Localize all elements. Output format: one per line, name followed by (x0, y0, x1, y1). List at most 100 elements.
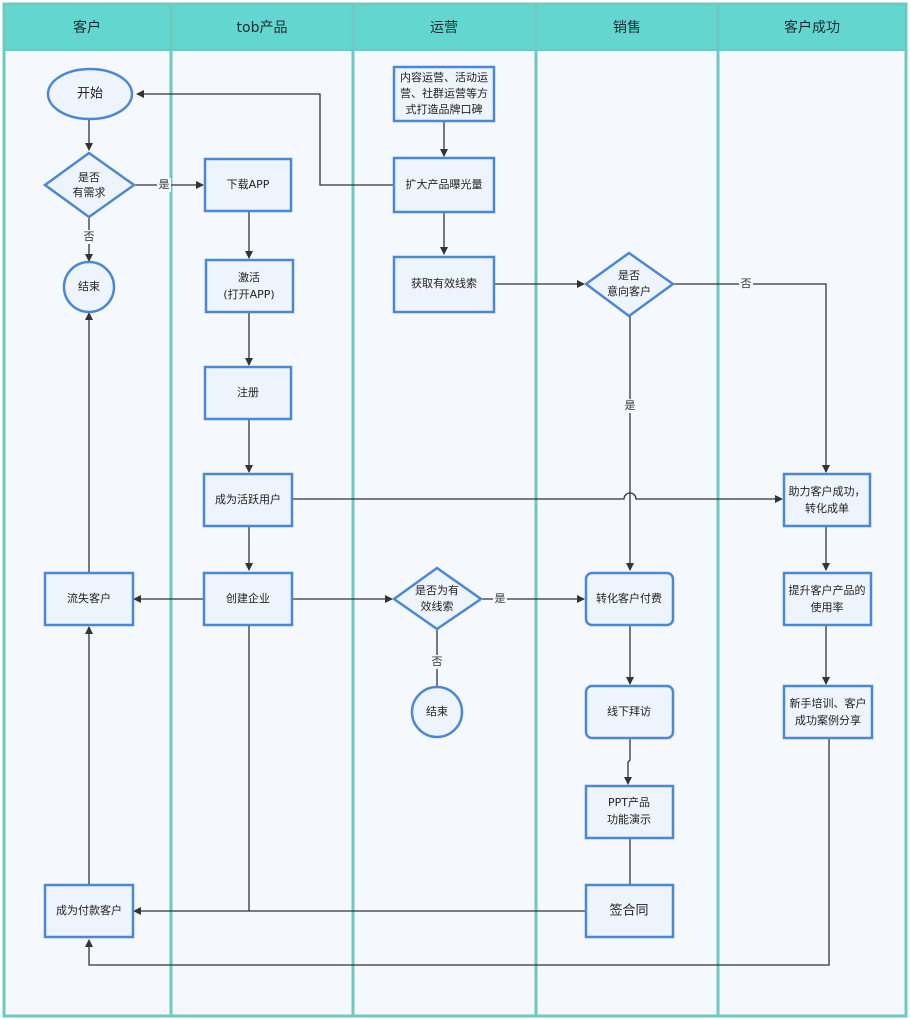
start-label: 开始 (77, 87, 103, 102)
lane-customer-success (716, 2, 908, 1018)
lane-header-customer (4, 4, 171, 50)
need-decision-shape (42, 151, 137, 219)
label-bg (739, 277, 753, 291)
label-bg (493, 592, 507, 606)
lane-header-customer-success (718, 4, 906, 50)
label-need-yes: 是 (159, 178, 170, 191)
lane-title-operations: 运营 (430, 20, 458, 36)
content-ops-label-3: 式打造品牌口碑 (406, 102, 483, 116)
node-improve-usage: 提升客户产品的 使用率 (782, 571, 873, 627)
active-user-shape (202, 472, 294, 528)
nodes: 开始 是否 有需求 结束 流失客户 成为付款客户 下载APP 激活 (打开APP… (42, 65, 874, 939)
register-label: 注册 (237, 385, 259, 399)
get-leads-label: 获取有效线索 (411, 276, 477, 290)
convert-payment-shape (584, 571, 675, 627)
label-lead-no: 否 (432, 655, 443, 668)
lost-customer-label: 流失客户 (67, 591, 111, 605)
ppt-demo-label-2: 功能演示 (607, 812, 651, 826)
activate-label-1: 激活 (238, 270, 260, 284)
create-enterprise-shape (202, 571, 294, 627)
end-ops-shape (410, 685, 464, 739)
download-app-shape (203, 157, 293, 213)
create-enterprise-label: 创建企业 (226, 591, 270, 605)
help-success-label-2: 转化成单 (805, 501, 849, 515)
edge-labels: 是 否 是 否 是 否 (82, 178, 753, 669)
edge-exposure-to-start (136, 90, 394, 186)
label-bg (623, 399, 637, 413)
node-content-ops: 内容运营、活动运 营、社群运营等方 式打造品牌口碑 (392, 65, 496, 123)
training-label-2: 成功案例分享 (795, 713, 861, 727)
lane-header-sales (536, 4, 718, 50)
node-end-customer: 结束 (62, 260, 116, 314)
lane-title-customer-success: 客户成功 (784, 19, 840, 36)
valid-lead-decision-shape (391, 566, 484, 631)
node-need-decision: 是否 有需求 (42, 151, 137, 219)
edge-intent-no-help (673, 283, 830, 473)
node-start: 开始 (46, 67, 134, 121)
lane-title-tob-product: tob产品 (237, 20, 288, 36)
label-lead-yes: 是 (495, 592, 506, 605)
node-paying-customer: 成为付款客户 (43, 883, 135, 939)
download-app-label: 下载APP (227, 178, 270, 191)
end-customer-label: 结束 (78, 280, 100, 293)
improve-usage-shape (782, 571, 873, 627)
node-offline-visit: 线下拜访 (584, 684, 675, 740)
label-bg (82, 230, 96, 244)
node-download-app: 下载APP (203, 157, 293, 213)
training-label-1: 新手培训、客户 (790, 696, 867, 710)
ppt-demo-label-1: PPT产品 (608, 795, 650, 809)
activate-shape (204, 258, 295, 314)
help-success-label-1: 助力客户成功， (789, 484, 866, 498)
node-convert-payment: 转化客户付费 (584, 571, 675, 627)
node-valid-lead-decision: 是否为有 效线索 (391, 566, 484, 631)
lane-title-customer: 客户 (73, 19, 101, 36)
improve-usage-label-2: 使用率 (811, 600, 844, 614)
paying-customer-label: 成为付款客户 (56, 903, 122, 917)
expand-exposure-label: 扩大产品曝光量 (406, 177, 483, 191)
node-intent-decision: 是否 意向客户 (583, 251, 676, 318)
lane-header-tob-product (171, 4, 353, 50)
node-expand-exposure: 扩大产品曝光量 (392, 156, 496, 214)
offline-visit-label: 线下拜访 (607, 704, 651, 718)
sign-contract-shape (584, 883, 675, 939)
content-ops-shape (392, 65, 496, 123)
lane-background (4, 4, 906, 1016)
node-ppt-demo: PPT产品 功能演示 (584, 784, 675, 840)
paying-customer-shape (43, 883, 135, 939)
get-leads-shape (392, 255, 496, 314)
training-shape (782, 684, 874, 740)
node-create-enterprise: 创建企业 (202, 571, 294, 627)
offline-visit-shape (584, 684, 675, 740)
need-decision-label-2: 有需求 (73, 185, 106, 199)
content-ops-label-2: 营、社群运营等方 (400, 86, 488, 100)
active-user-label: 成为活跃用户 (215, 492, 281, 506)
ppt-demo-shape (584, 784, 675, 840)
intent-label-1: 是否 (618, 269, 640, 282)
label-need-no: 否 (84, 230, 95, 243)
valid-lead-label-2: 效线索 (421, 599, 454, 613)
valid-lead-label-1: 是否为有 (415, 583, 459, 597)
node-get-leads: 获取有效线索 (392, 255, 496, 314)
node-lost-customer: 流失客户 (43, 571, 135, 627)
node-activate: 激活 (打开APP) (204, 258, 295, 314)
help-success-shape (782, 472, 872, 528)
activate-label-2: (打开APP) (223, 287, 274, 301)
node-help-success: 助力客户成功， 转化成单 (782, 472, 872, 528)
node-register: 注册 (203, 365, 293, 421)
lane-title-sales: 销售 (613, 20, 641, 36)
intent-decision-shape (583, 251, 676, 318)
register-shape (203, 365, 293, 421)
improve-usage-label-1: 提升客户产品的 (789, 583, 866, 597)
edge-training-to-paying (85, 739, 830, 966)
lost-customer-shape (43, 571, 135, 627)
content-ops-label-1: 内容运营、活动运 (400, 70, 488, 84)
node-end-ops: 结束 (410, 685, 464, 739)
edge-visit-to-ppt (624, 739, 632, 785)
expand-exposure-shape (392, 156, 496, 214)
label-bg (157, 178, 171, 192)
node-sign-contract: 签合同 (584, 883, 675, 939)
need-decision-label-1: 是否 (78, 171, 100, 184)
start-shape (46, 67, 134, 121)
